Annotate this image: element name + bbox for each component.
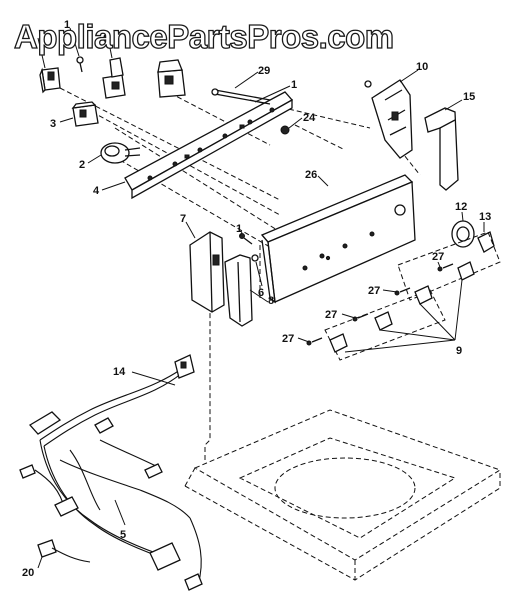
rotary-switch-part-2 bbox=[100, 142, 141, 164]
callout-10: 10 bbox=[416, 61, 428, 73]
console-panel-part-26 bbox=[260, 174, 416, 304]
knob-part-13 bbox=[477, 231, 495, 253]
callout-1: 1 bbox=[236, 223, 242, 235]
callout-12: 12 bbox=[455, 201, 467, 213]
callout-24: 24 bbox=[303, 112, 316, 124]
knob-group-part-9 bbox=[324, 231, 501, 361]
screw-part-24 bbox=[280, 125, 290, 135]
callout-2: 2 bbox=[79, 159, 85, 171]
wire-connector-part-14 bbox=[174, 354, 195, 379]
callout-26: 26 bbox=[305, 169, 317, 181]
callout-27: 27 bbox=[325, 309, 337, 321]
callout-20: 20 bbox=[22, 567, 34, 579]
spring-part-6 bbox=[251, 254, 259, 262]
callout-5: 5 bbox=[120, 529, 126, 541]
mounting-bracket-part-4 bbox=[124, 91, 294, 200]
switch-part-8 bbox=[102, 57, 126, 99]
wire-harness-part-5 bbox=[19, 369, 203, 591]
callout-6: 6 bbox=[258, 287, 264, 299]
callout-29: 29 bbox=[258, 65, 270, 77]
callout-1: 1 bbox=[291, 79, 297, 91]
callout-3: 3 bbox=[50, 118, 56, 130]
callout-15: 15 bbox=[463, 91, 475, 103]
timer-switch-part bbox=[157, 59, 186, 98]
callout-1: 1 bbox=[64, 19, 70, 31]
end-cap-part-10 bbox=[364, 79, 413, 159]
switch-part-1 bbox=[39, 67, 61, 94]
screw-part-1-lower bbox=[239, 233, 253, 245]
callout-14: 14 bbox=[113, 366, 126, 378]
dial-part-12 bbox=[451, 220, 475, 248]
callout-labels: 1 1 8 29 1 10 15 3 24 2 26 4 12 13 7 1 2… bbox=[22, 19, 491, 579]
handle-part-15 bbox=[424, 107, 459, 191]
callout-27: 27 bbox=[282, 333, 294, 345]
screw-part-1 bbox=[76, 56, 84, 73]
leader-lines bbox=[37, 27, 485, 569]
callout-7: 7 bbox=[180, 213, 186, 225]
callout-27: 27 bbox=[368, 285, 380, 297]
callout-1: 1 bbox=[28, 31, 34, 43]
site-watermark: AppliancePartsPros.com bbox=[13, 17, 394, 55]
switch-part-3 bbox=[71, 101, 99, 127]
side-cap-part-7 bbox=[189, 231, 225, 313]
callout-8: 8 bbox=[103, 33, 109, 45]
rod-part-29 bbox=[211, 88, 271, 105]
cabinet-top-outline bbox=[184, 260, 502, 581]
spring-part-27 bbox=[306, 263, 454, 346]
callout-13: 13 bbox=[479, 211, 491, 223]
callout-27: 27 bbox=[432, 251, 444, 263]
callout-8: 8 bbox=[268, 295, 274, 307]
callout-4: 4 bbox=[93, 185, 100, 197]
terminal-part-20 bbox=[37, 539, 91, 563]
trim-part-6 bbox=[224, 254, 253, 327]
callout-9: 9 bbox=[456, 345, 462, 357]
